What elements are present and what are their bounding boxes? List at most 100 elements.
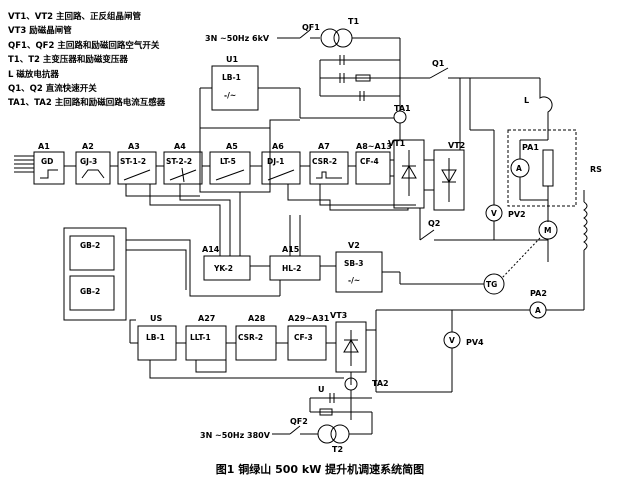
t1-secondary-coil [333, 28, 353, 48]
step-waveform [40, 169, 58, 179]
legend-line: Q1、Q2 直流快速开关 [8, 84, 97, 95]
st12-label: ST-1-2 [120, 157, 146, 166]
vt3-label: VT3 [330, 311, 347, 320]
gd-block [33, 151, 65, 185]
tg-shaft-link [501, 237, 541, 279]
lb1-top-symbol: -/~ [224, 91, 236, 100]
gb2b-label: GB-2 [80, 287, 100, 296]
feedback-wire [179, 184, 231, 215]
ramp-line [123, 169, 151, 181]
pv2-meter-letter: V [491, 209, 497, 218]
a8-tag: A8~A13 [356, 142, 392, 151]
a1-tag: A1 [38, 142, 50, 151]
u-label: U [318, 385, 325, 394]
legend-line: VT3 励磁晶闸管 [8, 26, 72, 37]
lt5-block [209, 151, 251, 185]
resistor [355, 74, 371, 82]
qf2-label: QF2 [290, 417, 308, 426]
ramp-line [215, 169, 245, 181]
rs-label: RS [590, 165, 602, 174]
a4-tag: A4 [174, 142, 186, 151]
a15-tag: A15 [282, 245, 300, 254]
feedback-wire [287, 184, 409, 211]
us-tag: US [150, 314, 162, 323]
a5-tag: A5 [226, 142, 238, 151]
resistor [319, 408, 333, 416]
cf4-block [355, 151, 391, 185]
sb3-block [335, 251, 383, 293]
t1-primary-coil [320, 28, 340, 48]
feedback-wire [269, 119, 300, 128]
wire [126, 239, 280, 297]
pa2-meter-letter: A [535, 306, 541, 315]
pulse-waveform [316, 171, 342, 179]
a5-outer-box [199, 127, 271, 193]
feedback-wire [195, 360, 227, 373]
pa2-label: PA2 [530, 289, 547, 298]
wire [129, 319, 136, 343]
hl2-label: HL-2 [282, 264, 301, 273]
qf1-label: QF1 [302, 23, 320, 32]
supply-top-label: 3N ~50Hz 6kV [205, 34, 270, 43]
lt5-label: LT-5 [220, 157, 236, 166]
gb2a-label: GB-2 [80, 241, 100, 250]
a27-tag: A27 [198, 314, 215, 323]
field-winding [583, 201, 588, 251]
a7-tag: A7 [318, 142, 330, 151]
a14-tag: A14 [202, 245, 220, 254]
figure-caption: 图1 铜绿山 500 kW 提升机调速系统简图 [215, 463, 425, 476]
ramp-tick [181, 167, 185, 183]
feedback-wire [125, 184, 200, 197]
pa1-meter-letter: A [516, 164, 522, 173]
legend-line: VT1、VT2 主回路、正反组晶闸管 [8, 12, 142, 22]
trapezoid-waveform [81, 169, 105, 179]
supply-bottom-label: 3N ~50Hz 380V [200, 431, 271, 440]
llt1-label: LLT-1 [190, 333, 211, 342]
gb2b-block [69, 275, 115, 311]
a2-tag: A2 [82, 142, 94, 151]
ramp-line [267, 169, 295, 181]
rs-region [507, 129, 577, 207]
pv4-meter-letter: V [449, 336, 455, 345]
tg-label: TG [486, 280, 497, 289]
motor-label: M [544, 226, 551, 235]
q1-label: Q1 [432, 59, 445, 68]
vt2-thyristor-bridge [433, 149, 465, 211]
yk2-block [203, 255, 251, 281]
feedback-wire [149, 184, 221, 215]
hl2-block [269, 255, 321, 281]
legend: VT1、VT2 主回路、正反组晶闸管 VT3 励磁晶闸管 QF1、QF2 主回路… [8, 10, 165, 111]
qf1-switch [299, 29, 311, 39]
legend-line: QF1、QF2 主回路和励磁回路空气开关 [8, 40, 160, 51]
cf3-label: CF-3 [294, 333, 313, 342]
csr2-bottom-block [235, 325, 277, 361]
pv2-label: PV2 [508, 210, 526, 219]
sb3-label: SB-3 [344, 259, 363, 268]
t2-label: T2 [332, 445, 343, 454]
csr2-top-block [309, 151, 349, 185]
a6-tag: A6 [272, 142, 284, 151]
u1-tag: U1 [226, 55, 238, 64]
v2-tag: V2 [348, 241, 360, 250]
vt2-label: VT2 [448, 141, 465, 150]
vt1-label: VT1 [388, 139, 406, 148]
yk2-label: YK-2 [213, 264, 233, 273]
lb1-top-label: LB-1 [222, 73, 241, 82]
dj1-block [261, 151, 301, 185]
wire [126, 249, 187, 290]
st22-label: ST-2-2 [166, 157, 192, 166]
t2-primary-coil [317, 424, 337, 444]
st22-block [163, 151, 203, 185]
dj1-label: DJ-1 [267, 157, 284, 166]
gj3-label: GJ-3 [80, 157, 97, 166]
pa1-label: PA1 [522, 143, 539, 152]
a28-tag: A28 [248, 314, 266, 323]
q2-label: Q2 [428, 219, 440, 228]
st12-block [117, 151, 157, 185]
llt1-block [185, 325, 227, 361]
feedback-wire [319, 184, 416, 206]
t1-label: T1 [348, 17, 359, 26]
gb2-outer-box [63, 227, 127, 321]
ta2-label: TA2 [372, 379, 389, 388]
